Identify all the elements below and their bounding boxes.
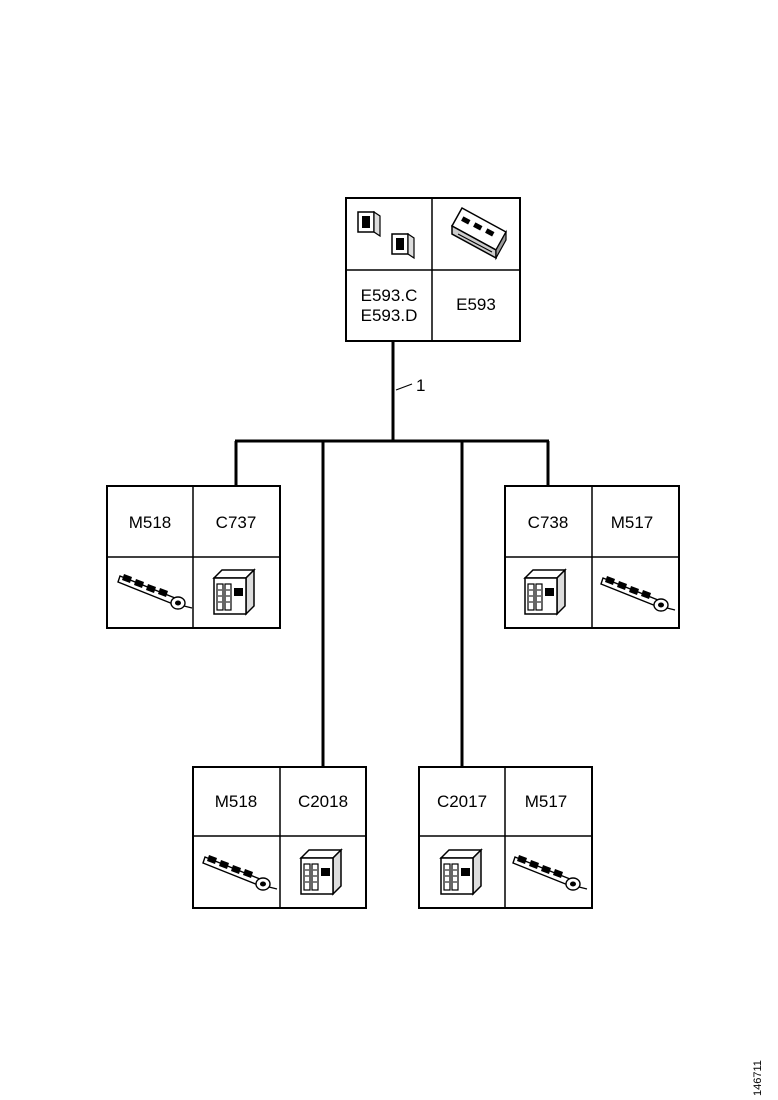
- switch-pair-icon: [357, 210, 415, 260]
- connector-icon: [524, 569, 566, 615]
- motor-label: M517: [525, 792, 568, 811]
- connector-icon: [300, 849, 342, 895]
- control-module-icon: [450, 206, 508, 261]
- connector-label: C738: [528, 513, 569, 532]
- figure-number: 146711: [752, 1060, 764, 1096]
- connector-label: C737: [216, 513, 257, 532]
- connector-icon: [213, 569, 255, 615]
- branch-right-upper: C738 M517: [504, 485, 680, 629]
- module-label-e593d: E593.D: [361, 306, 418, 325]
- top-module: E593.C E593.D E593: [345, 197, 521, 342]
- module-label-e593c: E593.C: [361, 286, 418, 305]
- branch-left-lower: M518 C2018: [192, 766, 367, 909]
- motor-label: M517: [611, 513, 654, 532]
- branch-right-lower: C2017 M517: [418, 766, 593, 909]
- branch-left-upper: M518 C737: [106, 485, 281, 629]
- connector-icon: [440, 849, 482, 895]
- callout-number: 1: [416, 376, 425, 395]
- motor-label: M518: [215, 792, 258, 811]
- harness-wiring: [234, 341, 550, 767]
- connector-label: C2018: [298, 792, 348, 811]
- motor-label: M518: [129, 513, 172, 532]
- connector-label: C2017: [437, 792, 487, 811]
- module-label-e593: E593: [456, 295, 496, 314]
- harness-callout: 1: [395, 376, 425, 395]
